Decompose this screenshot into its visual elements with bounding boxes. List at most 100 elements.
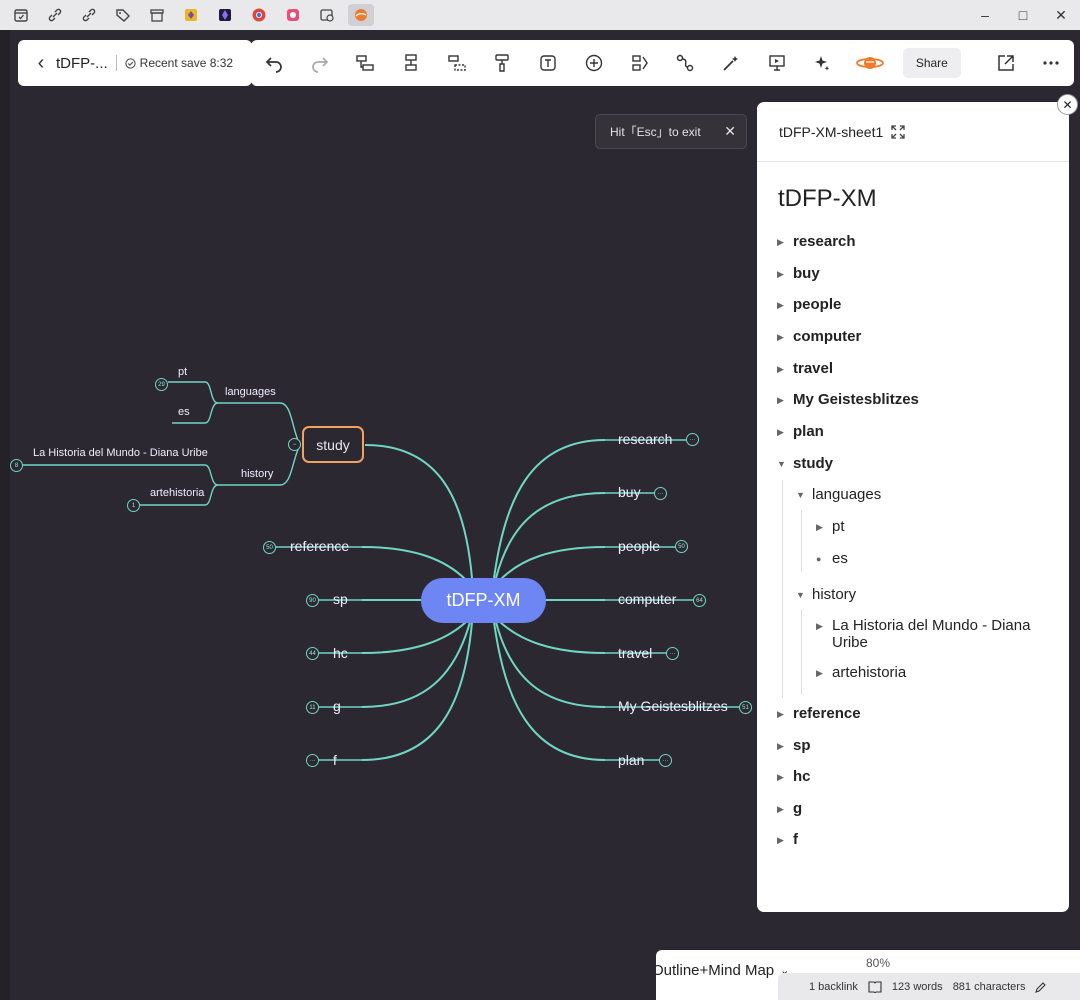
collapse-badge[interactable]: 8 <box>10 459 23 472</box>
more-icon[interactable] <box>1028 40 1074 86</box>
collapse-badge[interactable]: ··· <box>686 433 699 446</box>
collapse-badge[interactable]: 90 <box>306 594 319 607</box>
undo-icon[interactable] <box>251 40 297 86</box>
caret-down-icon[interactable]: ▼ <box>796 490 812 500</box>
topic-g[interactable]: g <box>333 698 341 714</box>
close-panel-icon[interactable]: ✕ <box>1057 94 1078 115</box>
caret-right-icon[interactable]: ▶ <box>777 364 793 375</box>
topic-languages[interactable]: languages <box>225 386 276 398</box>
subtopic-icon[interactable] <box>342 40 388 86</box>
topic-historia-mundo[interactable]: La Historia del Mundo - Diana Uribe <box>33 447 208 459</box>
collapse-badge[interactable]: 51 <box>739 701 752 714</box>
zoom-level[interactable]: 80% <box>866 956 890 970</box>
calendar-clock-icon[interactable] <box>314 4 340 26</box>
topic-people[interactable]: people <box>618 538 660 554</box>
topic-history[interactable]: history <box>241 468 273 480</box>
outline-item-g[interactable]: ▶g <box>777 800 802 817</box>
magic-wand-icon[interactable] <box>708 40 754 86</box>
text-icon[interactable] <box>525 40 571 86</box>
topic-study[interactable]: study <box>302 426 364 463</box>
caret-down-icon[interactable]: ▼ <box>796 590 812 600</box>
caret-right-icon[interactable]: ▶ <box>777 237 793 248</box>
caret-right-icon[interactable]: ▶ <box>816 621 832 632</box>
outline-item-reference[interactable]: ▶reference <box>777 705 861 722</box>
outline-item-historia-mundo[interactable]: ▶La Historia del Mundo - DianaUribe <box>816 617 1030 651</box>
tag-icon[interactable] <box>110 4 136 26</box>
document-title[interactable]: tDFP-... <box>56 55 108 72</box>
topic-plan[interactable]: plan <box>618 752 644 768</box>
topic-computer[interactable]: computer <box>618 591 676 607</box>
outline-item-buy[interactable]: ▶buy <box>777 265 820 282</box>
outline-item-hc[interactable]: ▶hc <box>777 768 811 785</box>
maximize-button[interactable]: □ <box>1004 7 1042 23</box>
collapse-badge[interactable]: 1 <box>127 499 140 512</box>
back-icon[interactable]: ‹ <box>26 52 56 75</box>
outline-item-artehistoria[interactable]: ▶artehistoria <box>816 664 906 681</box>
topic-travel[interactable]: travel <box>618 645 652 661</box>
topic-artehistoria[interactable]: artehistoria <box>150 487 204 499</box>
outline-item-f[interactable]: ▶f <box>777 831 798 848</box>
calendar-icon[interactable] <box>8 4 34 26</box>
outline-item-geistesblitzes[interactable]: ▶My Geistesblitzes <box>777 391 919 408</box>
topic-es[interactable]: es <box>178 406 190 418</box>
central-topic[interactable]: tDFP-XM <box>421 578 546 623</box>
link-icon[interactable] <box>42 4 68 26</box>
chrome-icon[interactable] <box>246 4 272 26</box>
topic-pt[interactable]: pt <box>178 366 187 378</box>
collapse-badge[interactable]: 50 <box>675 540 688 553</box>
topic-hc[interactable]: hc <box>333 645 348 661</box>
collapse-badge[interactable]: ··· <box>659 754 672 767</box>
floating-topic-icon[interactable] <box>434 40 480 86</box>
outline-item-plan[interactable]: ▶plan <box>777 423 824 440</box>
book-icon[interactable] <box>868 981 882 993</box>
app-pink-icon[interactable] <box>280 4 306 26</box>
obsidian-yellow-icon[interactable] <box>178 4 204 26</box>
xmind-icon[interactable] <box>348 4 374 26</box>
collapse-badge[interactable]: − <box>288 438 301 451</box>
close-window-button[interactable]: ✕ <box>1042 7 1080 24</box>
outline-item-people[interactable]: ▶people <box>777 296 841 313</box>
share-button[interactable]: Share <box>903 48 961 78</box>
outline-item-research[interactable]: ▶research <box>777 233 856 250</box>
collapse-badge[interactable]: 64 <box>693 594 706 607</box>
link-add-icon[interactable] <box>76 4 102 26</box>
topic-f[interactable]: f <box>333 752 337 768</box>
topic-geistesblitzes[interactable]: My Geistesblitzes <box>618 698 728 714</box>
caret-right-icon[interactable]: ▶ <box>777 709 793 720</box>
caret-down-icon[interactable]: ▼ <box>777 459 793 469</box>
caret-right-icon[interactable]: ▶ <box>816 522 832 533</box>
collapse-badge[interactable]: 29 <box>155 378 168 391</box>
outline-item-languages[interactable]: ▼languages <box>796 486 881 503</box>
outline-item-pt[interactable]: ▶pt <box>816 518 845 535</box>
collapse-badge[interactable]: ··· <box>306 754 319 767</box>
topic-reference[interactable]: reference <box>290 538 349 554</box>
collapse-badge[interactable]: 44 <box>306 647 319 660</box>
archive-icon[interactable] <box>144 4 170 26</box>
outline-root-title[interactable]: tDFP-XM <box>778 185 1069 213</box>
caret-right-icon[interactable]: ▶ <box>777 804 793 815</box>
caret-right-icon[interactable]: ▶ <box>777 835 793 846</box>
caret-right-icon[interactable]: ▶ <box>777 772 793 783</box>
redo-icon[interactable] <box>297 40 343 86</box>
outline-item-history[interactable]: ▼history <box>796 586 856 603</box>
relationship-icon[interactable] <box>662 40 708 86</box>
topic-research[interactable]: research <box>618 431 672 447</box>
collapse-badge[interactable]: ··· <box>654 487 667 500</box>
edit-icon[interactable] <box>1035 981 1047 993</box>
caret-right-icon[interactable]: ▶ <box>777 427 793 438</box>
minimize-button[interactable]: – <box>966 7 1004 23</box>
insert-icon[interactable] <box>571 40 617 86</box>
backlink-count[interactable]: 1 backlink <box>809 981 858 993</box>
export-icon[interactable] <box>983 40 1029 86</box>
outline-item-travel[interactable]: ▶travel <box>777 360 833 377</box>
caret-right-icon[interactable]: ▶ <box>777 395 793 406</box>
boundary-icon[interactable] <box>617 40 663 86</box>
expand-icon[interactable] <box>891 125 905 139</box>
caret-right-icon[interactable]: ▶ <box>777 741 793 752</box>
outline-item-es[interactable]: ●es <box>816 550 848 567</box>
ai-sparkle-icon[interactable] <box>800 40 846 86</box>
topic-sp[interactable]: sp <box>333 591 348 607</box>
collapse-badge[interactable]: 11 <box>306 701 319 714</box>
collapse-badge[interactable]: ··· <box>666 647 679 660</box>
outline-item-sp[interactable]: ▶sp <box>777 737 811 754</box>
